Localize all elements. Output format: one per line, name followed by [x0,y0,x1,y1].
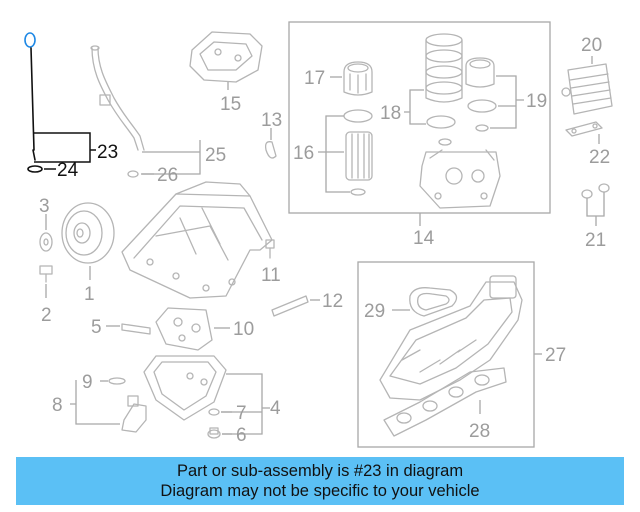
cover-part-15 [189,31,263,90]
callout-9[interactable]: 9 [82,372,93,393]
group-box-14 [288,21,551,214]
bolt-part-2 [39,265,53,283]
engine-block-part [121,181,273,299]
o-ring-part-19 [467,99,497,113]
o-ring-part-9 [108,377,126,385]
pulley-part-1 [61,202,115,264]
o-ring-part-16a [343,109,373,123]
callout-27[interactable]: 27 [545,345,566,366]
callout-21[interactable]: 21 [585,230,606,251]
sensor-part-8 [121,395,147,433]
gasket-part-28 [383,367,507,437]
info-line-disclaimer: Diagram may not be specific to your vehi… [160,482,480,500]
callout-5[interactable]: 5 [91,317,102,338]
ring-part-21b [598,183,610,193]
oil-cooler-part-20 [561,63,613,115]
callout-22[interactable]: 22 [589,147,610,168]
intake-manifold-part [379,275,523,401]
small-ring-part-19 [475,124,489,132]
callout-1[interactable]: 1 [84,284,95,305]
callout-13[interactable]: 13 [261,110,282,131]
oil-pump-part-10 [155,307,213,351]
small-ring-part-18 [438,138,452,146]
housing-tube-part-18 [425,33,463,103]
callout-11[interactable]: 11 [261,265,281,286]
gasket-part-29 [409,287,458,317]
guide-tube-part-25 [90,45,145,151]
leader-18 [404,89,426,125]
callout-10[interactable]: 10 [233,319,254,340]
seal-ring-part-26 [127,170,139,178]
callout-19[interactable]: 19 [526,91,547,112]
drain-plug-part-6 [207,427,221,439]
leader-16 [318,115,350,193]
pipe-part-12 [271,295,309,317]
callout-2[interactable]: 2 [41,305,52,326]
callout-8[interactable]: 8 [52,395,63,416]
filter-housing-part-14 [419,149,501,209]
leader-21 [586,192,605,226]
o-ring-part-16b [350,188,366,196]
callout-7[interactable]: 7 [236,403,247,424]
callout-15[interactable]: 15 [220,94,241,115]
leader-25 [142,140,201,175]
callout-23[interactable]: 23 [97,142,118,163]
info-banner: Part or sub-assembly is #23 in diagram D… [16,457,624,505]
seal-ring-part-24[interactable] [27,165,43,173]
callout-24[interactable]: 24 [57,160,79,181]
leader-8 [70,380,120,425]
seal-part-7 [208,408,220,416]
filter-element-part-16 [345,131,373,181]
callout-25[interactable]: 25 [205,145,226,166]
o-ring-part-18 [426,115,456,129]
ring-part-21a [581,189,593,199]
cap-part-19 [465,57,495,88]
callout-28[interactable]: 28 [469,421,490,442]
plug-part-11 [265,239,275,259]
info-line-part: Part or sub-assembly is #23 in diagram [176,462,464,480]
callout-3[interactable]: 3 [39,196,50,217]
leader-23 [34,132,96,163]
filter-cap-part-17 [343,61,373,96]
callout-29[interactable]: 29 [364,301,385,322]
hose-part-13 [264,141,277,159]
callout-26[interactable]: 26 [157,165,178,186]
gasket-part-22 [565,121,603,137]
callout-18[interactable]: 18 [380,103,401,124]
callout-17[interactable]: 17 [304,68,325,89]
callout-14[interactable]: 14 [413,228,435,249]
leader-19 [490,75,524,129]
washer-part-3 [39,232,53,252]
callout-20[interactable]: 20 [581,35,602,56]
callout-6[interactable]: 6 [236,425,247,446]
callout-16[interactable]: 16 [293,143,314,164]
callout-4[interactable]: 4 [270,398,281,419]
gasket-part-5 [121,323,151,335]
oil-pan-part-4 [143,355,227,421]
callout-12[interactable]: 12 [322,291,343,312]
dipstick-part-23[interactable] [24,32,36,161]
